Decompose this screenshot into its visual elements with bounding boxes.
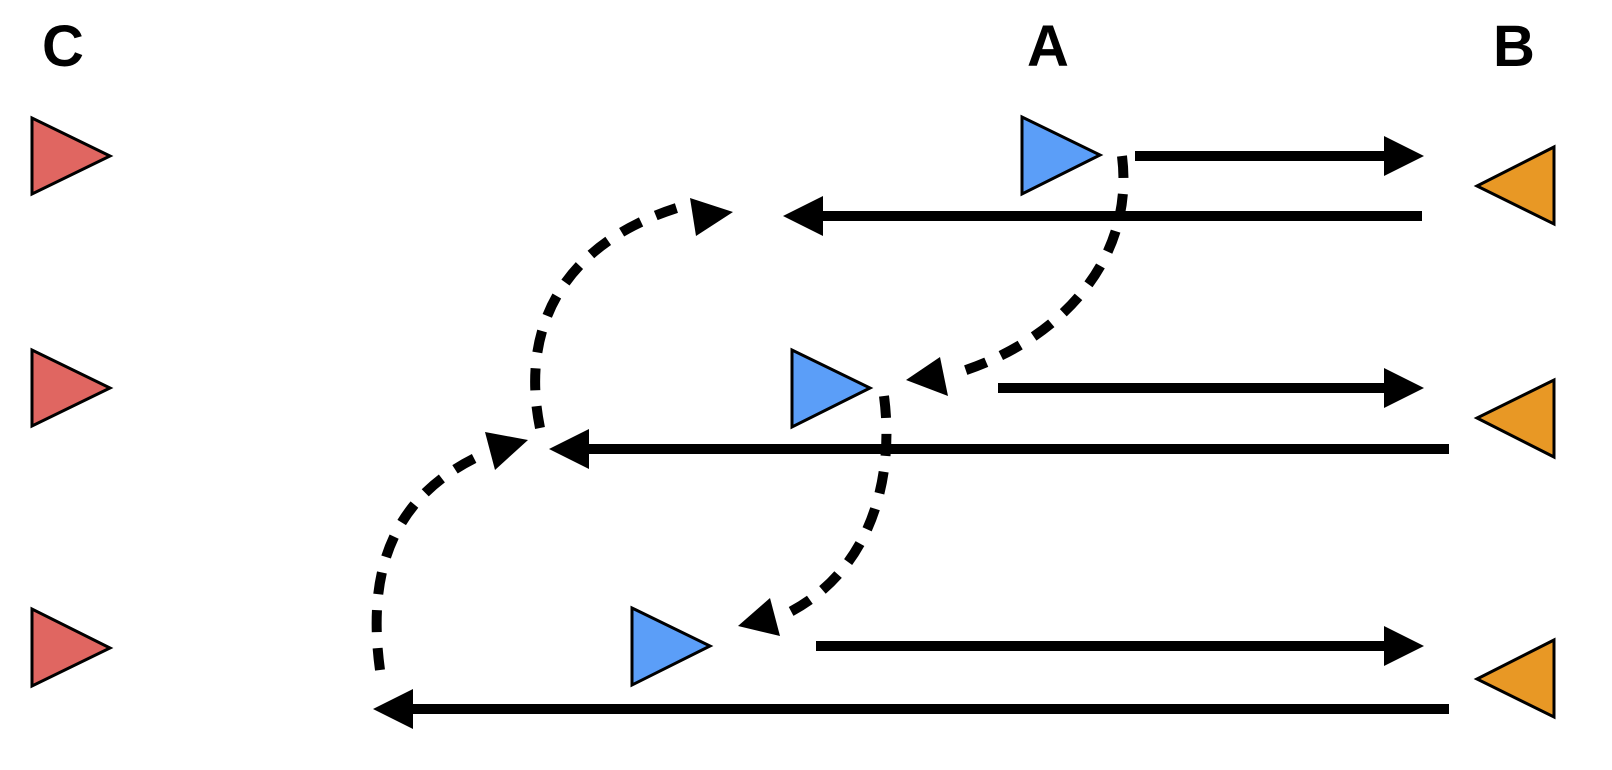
arrowhead-icon [738,598,780,636]
node-c3 [30,606,114,689]
dashed-arrow-return3-to-return2 [371,447,490,671]
arrowhead-icon [690,198,733,236]
node-c2 [30,347,114,429]
node-b2 [1473,377,1556,460]
dashed-arrow-return2-to-return1 [530,199,692,429]
dashed-arrow-a1-to-a2 [958,155,1129,377]
arrowhead-right-icon [1384,626,1424,666]
node-a3 [630,605,714,688]
arrowhead-right-icon [1384,136,1424,176]
arrowhead-left-icon [549,429,589,469]
arrowhead-left-icon [373,689,413,729]
arrowhead-left-icon [783,196,823,236]
node-a2 [790,347,874,430]
node-b1 [1473,144,1556,227]
node-c1 [30,115,114,197]
arrowhead-icon [906,357,948,396]
column-label-b: B [1493,14,1535,79]
column-label-c: C [42,14,84,79]
dashed-arrow-a2-to-a3 [787,395,892,617]
column-label-a: A [1027,14,1069,79]
arrowhead-icon [485,432,528,470]
arrowhead-right-icon [1384,368,1424,408]
node-b3 [1473,637,1556,720]
node-a1 [1020,114,1104,197]
